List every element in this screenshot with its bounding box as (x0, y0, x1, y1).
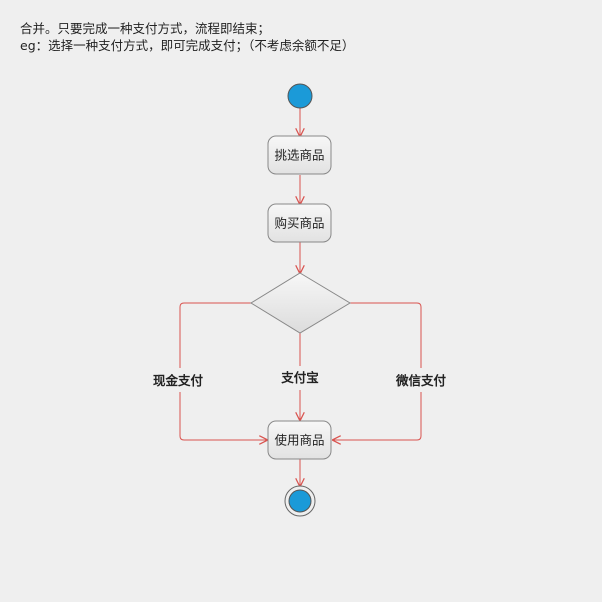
branch-alipay-bg (277, 366, 323, 390)
activity-buy-goods (267, 203, 332, 243)
activity-use-goods-label: 使用商品 (274, 433, 324, 448)
note-line-2: eg：选择一种支付方式，即可完成支付；（不考虑余额不足） (20, 38, 355, 53)
activity-select-goods (267, 135, 332, 175)
end-node-core (288, 489, 312, 513)
activity-use-goods (267, 420, 332, 460)
branch-cash-bg (148, 368, 212, 392)
decision-node (250, 272, 351, 334)
note-line-1: 合并。只要完成一种支付方式，流程即结束； (20, 21, 271, 36)
branch-wechat-bg (389, 368, 453, 392)
branch-label-cash: 现金支付 (153, 373, 204, 388)
branch-label-wechat: 微信支付 (395, 373, 447, 388)
start-node (287, 83, 313, 109)
activity-select-goods-label: 挑选商品 (274, 148, 324, 163)
branch-label-alipay: 支付宝 (280, 370, 319, 385)
activity-buy-goods-label: 购买商品 (274, 216, 324, 231)
